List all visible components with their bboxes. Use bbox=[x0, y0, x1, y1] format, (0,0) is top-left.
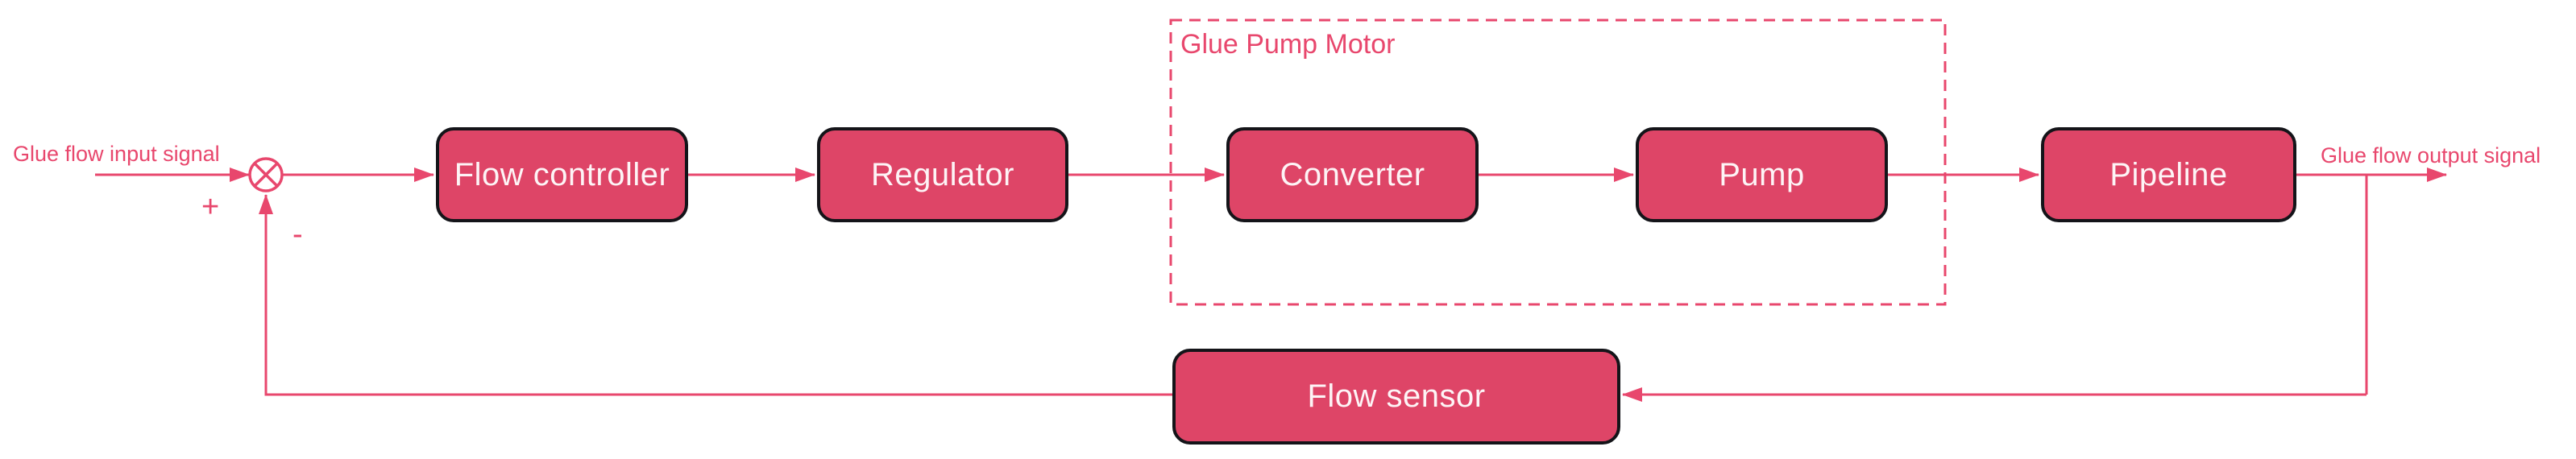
block-pipeline-label: Pipeline bbox=[2109, 156, 2228, 192]
block-regulator-label: Regulator bbox=[871, 156, 1014, 192]
sum-minus-sign: - bbox=[292, 217, 303, 251]
block-pump-label: Pump bbox=[1719, 156, 1805, 192]
sum-plus-sign: + bbox=[201, 190, 220, 224]
block-flow-controller: Flow controller bbox=[436, 127, 688, 222]
block-flow-controller-label: Flow controller bbox=[454, 156, 670, 192]
output-signal-label: Glue flow output signal bbox=[2321, 143, 2541, 167]
block-pump: Pump bbox=[1636, 127, 1888, 222]
block-converter: Converter bbox=[1226, 127, 1479, 222]
wire-flow-sensor-to-sum bbox=[259, 194, 1172, 396]
block-pipeline: Pipeline bbox=[2041, 127, 2296, 222]
group-box-glue-pump-motor bbox=[1169, 19, 1947, 306]
block-converter-label: Converter bbox=[1280, 156, 1425, 192]
input-signal-label: Glue flow input signal bbox=[13, 142, 220, 166]
block-regulator: Regulator bbox=[817, 127, 1068, 222]
group-label-glue-pump-motor: Glue Pump Motor bbox=[1180, 29, 1396, 60]
summing-junction-icon bbox=[248, 157, 284, 192]
block-flow-sensor-label: Flow sensor bbox=[1307, 378, 1486, 414]
block-flow-sensor: Flow sensor bbox=[1172, 349, 1620, 445]
